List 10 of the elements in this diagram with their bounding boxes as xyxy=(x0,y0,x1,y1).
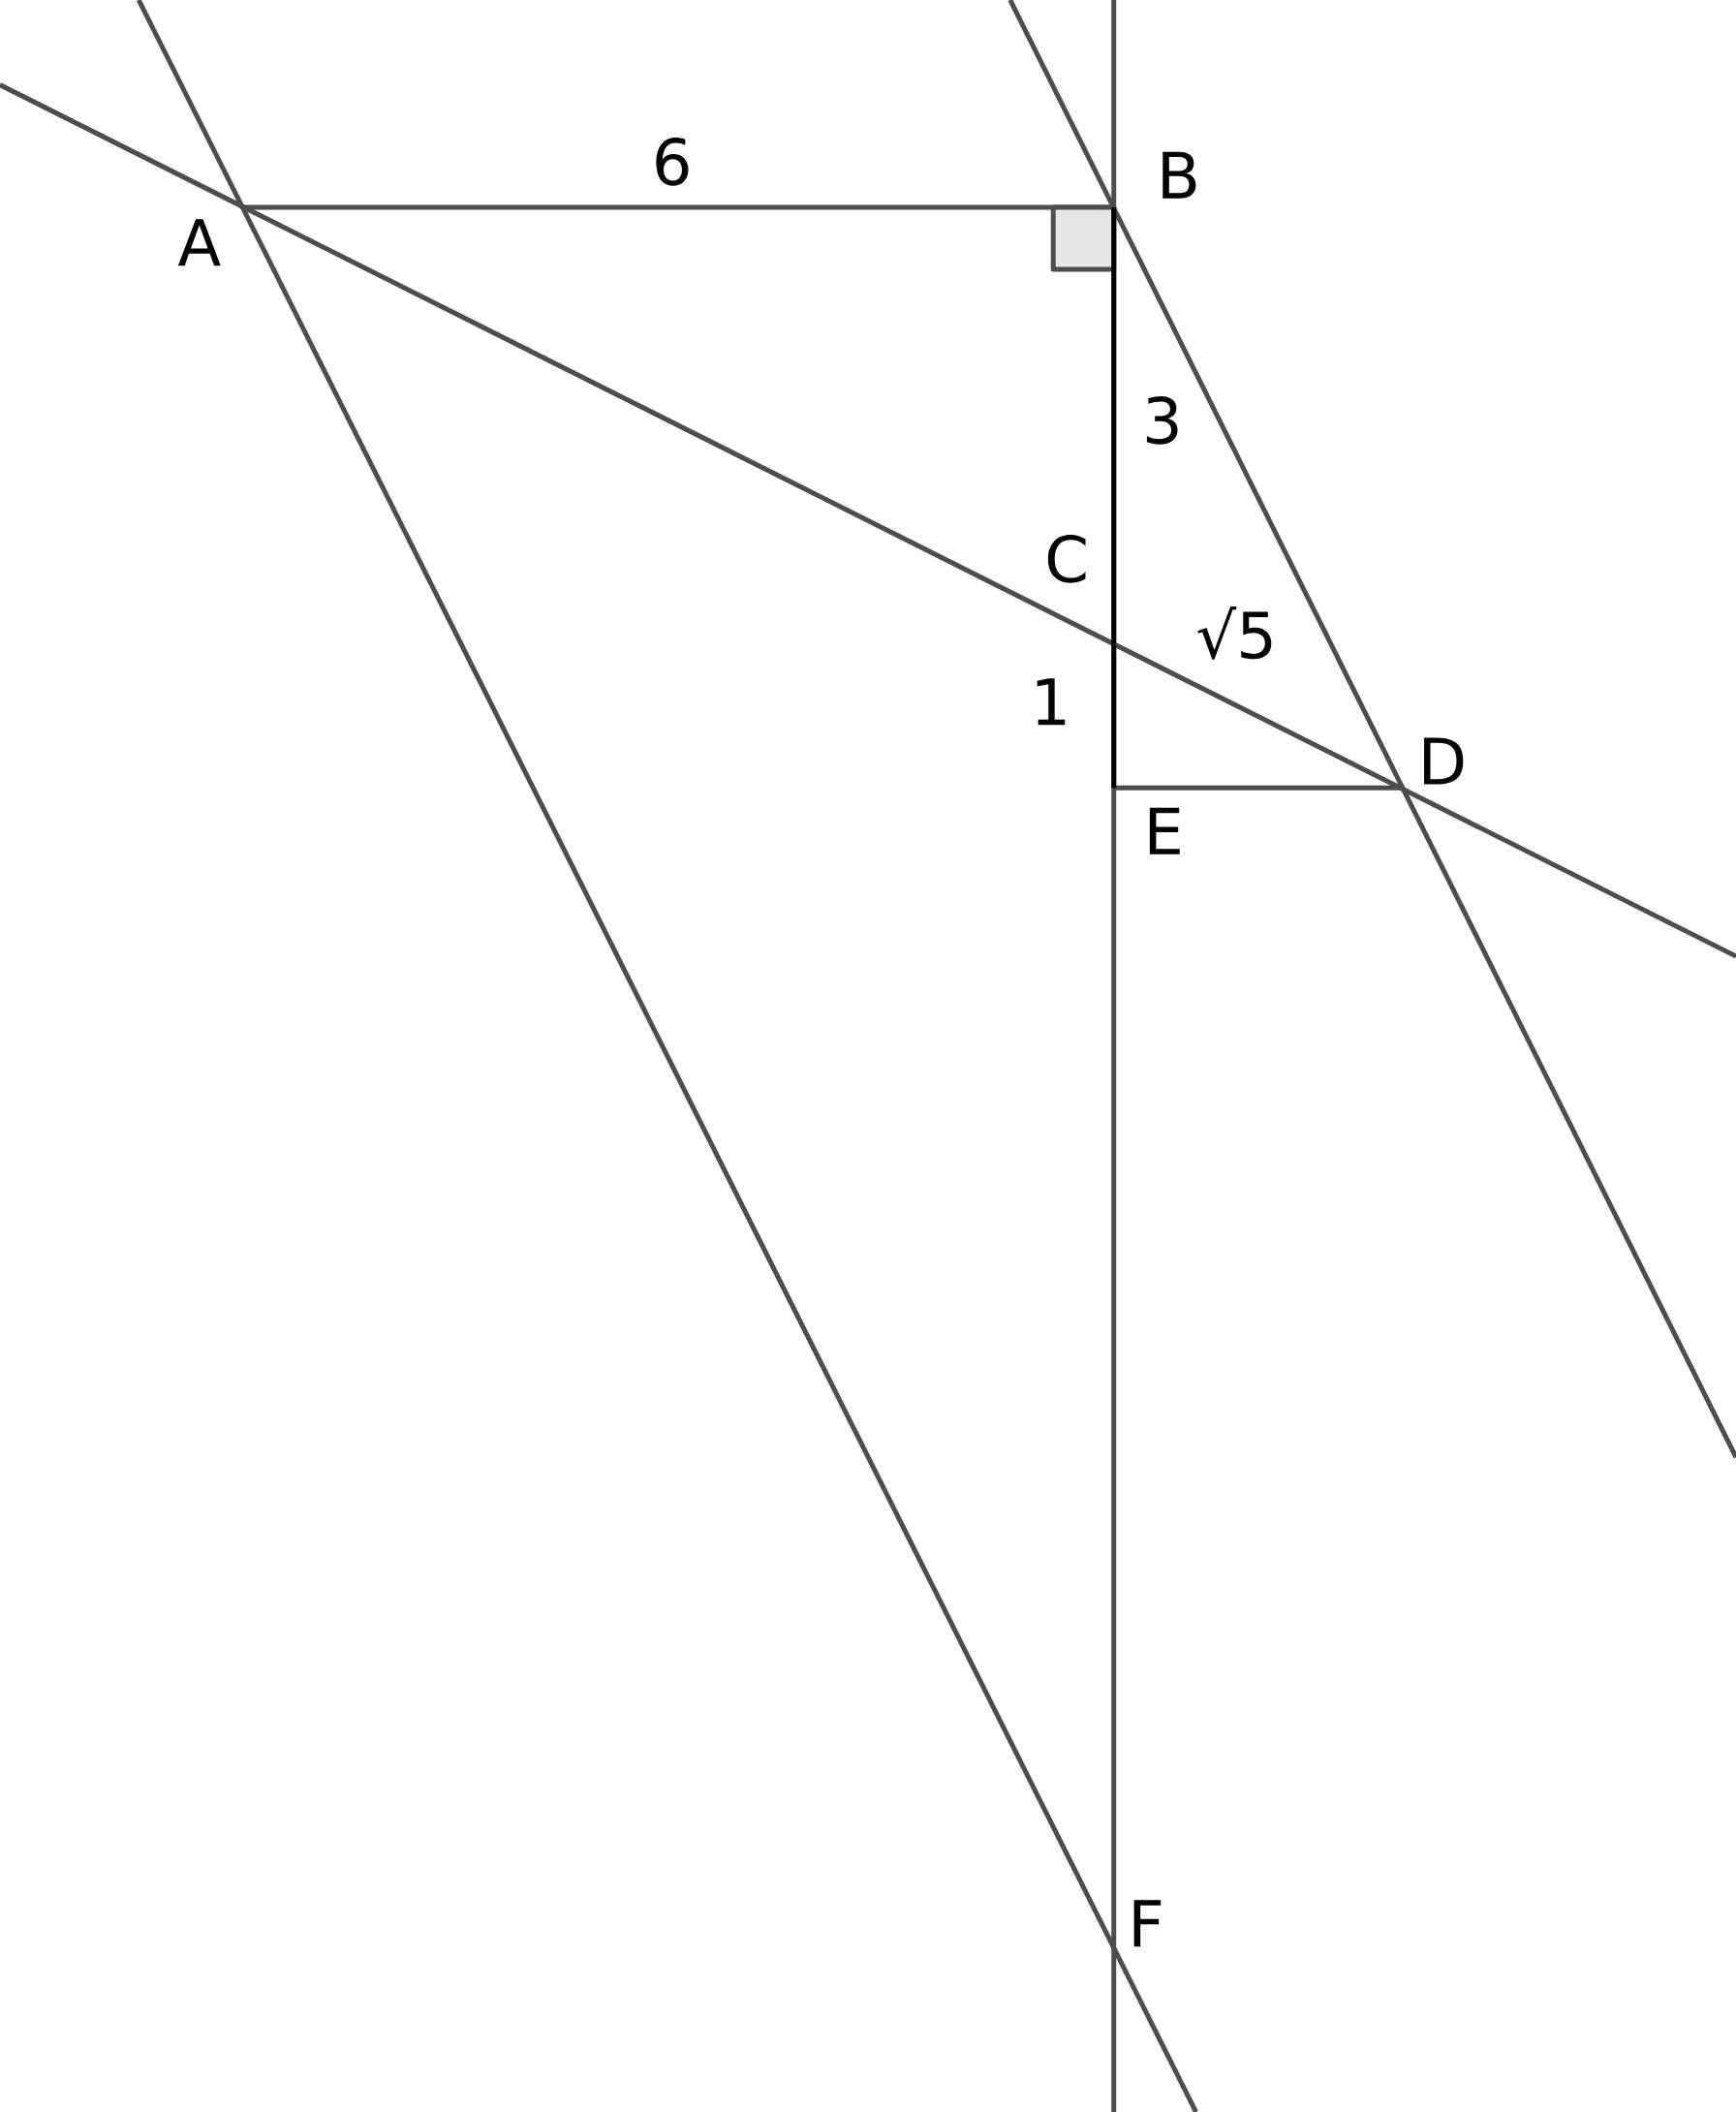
length-label: 3 xyxy=(1146,395,1178,445)
point-label: A xyxy=(177,219,221,266)
point-label: B xyxy=(1162,151,1196,199)
point-label: F xyxy=(1133,1900,1162,1947)
length-label: 6 xyxy=(656,137,689,186)
point-label: C xyxy=(1047,535,1086,583)
length-label: √5 xyxy=(1197,606,1272,660)
point-label: D xyxy=(1424,737,1464,785)
length-label: 1 xyxy=(1037,678,1066,726)
point-label: E xyxy=(1149,807,1180,854)
